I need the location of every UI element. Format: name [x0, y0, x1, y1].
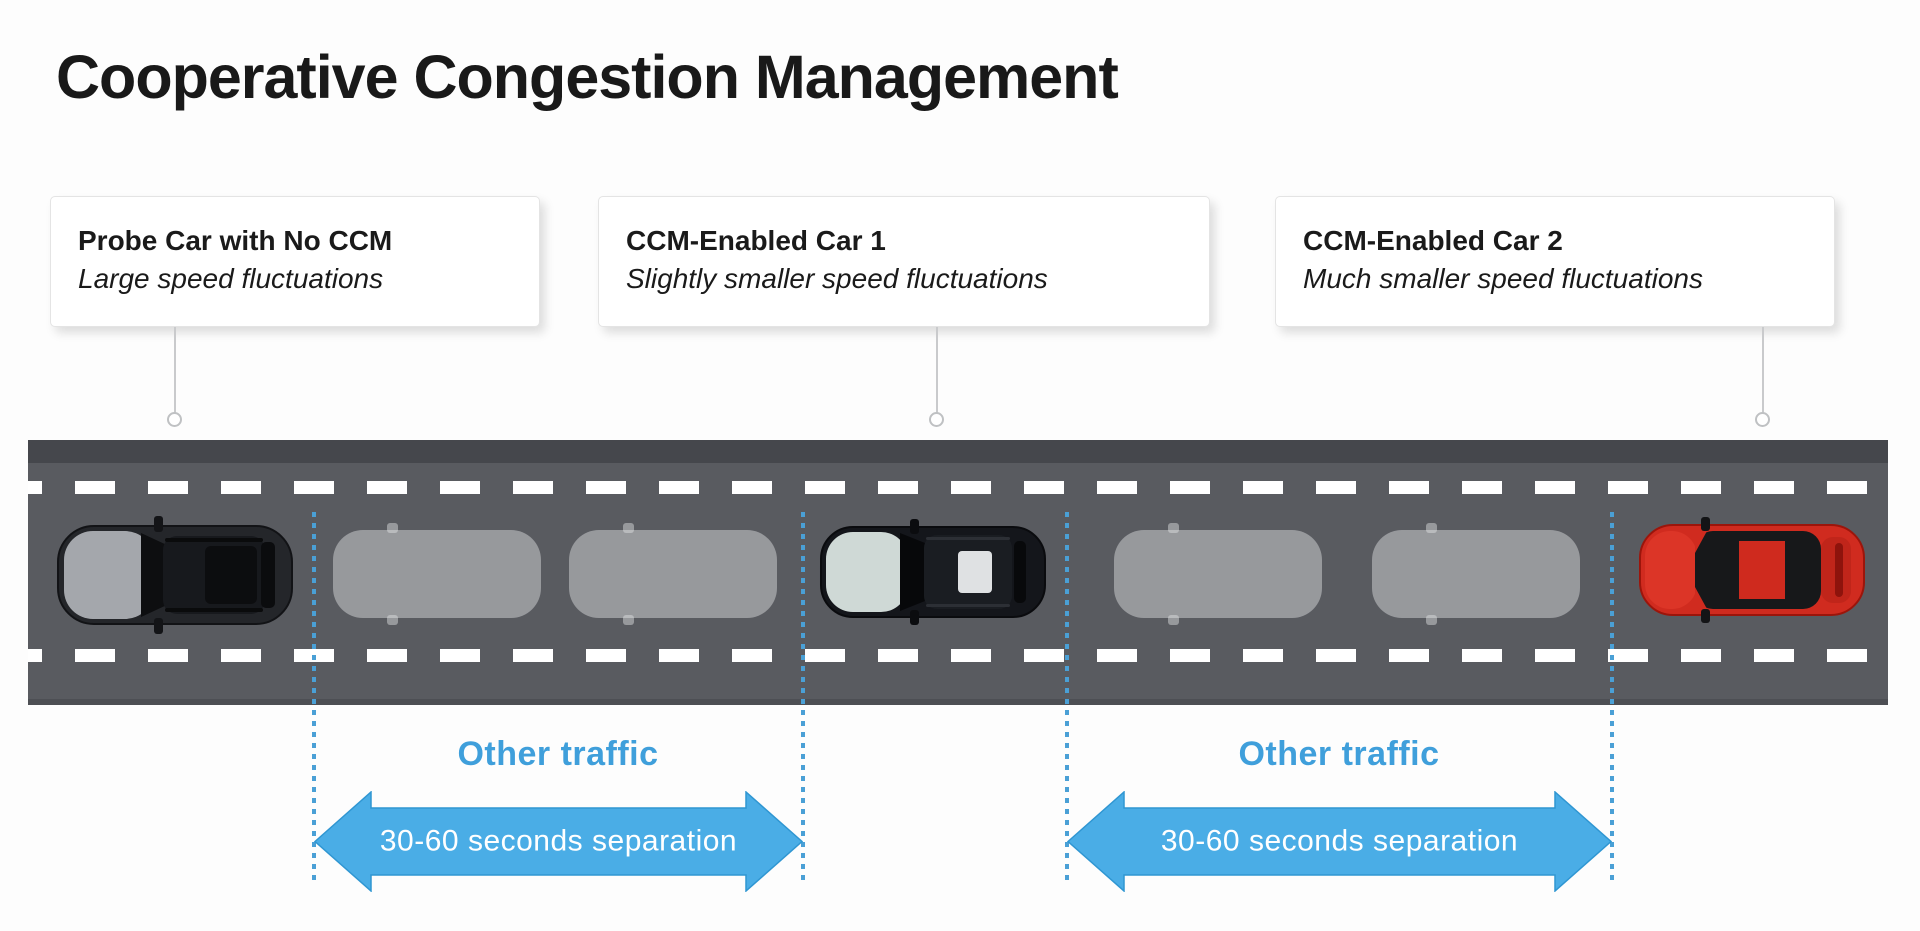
callout-title: CCM-Enabled Car 2 [1303, 225, 1563, 256]
callout-subtitle: Large speed fluctuations [78, 263, 384, 294]
other-traffic-label: Other traffic [457, 735, 659, 773]
separation-dotted-line [801, 512, 805, 882]
callout-connector-line [936, 327, 938, 414]
ghost-car-icon [1370, 520, 1582, 628]
separation-dotted-line [312, 512, 316, 882]
callout-ccm-car-2: CCM-Enabled Car 2 Much smaller speed flu… [1275, 196, 1835, 327]
ghost-car-icon [331, 520, 543, 628]
lane-marking-top [28, 481, 1888, 494]
lane-marking-bottom [28, 649, 1888, 662]
connector-endpoint-circle [1755, 412, 1770, 427]
callout-title: CCM-Enabled Car 1 [626, 225, 886, 256]
separation-arrow-text: 30-60 seconds separation [1160, 823, 1519, 857]
ghost-car-icon [1112, 520, 1324, 628]
separation-arrow-text: 30-60 seconds separation [379, 823, 738, 857]
page-title: Cooperative Congestion Management [56, 43, 1119, 111]
road [28, 440, 1888, 705]
ccm-car-2-icon [1637, 517, 1867, 623]
callout-probe-car: Probe Car with No CCM Large speed fluctu… [50, 196, 540, 327]
other-traffic-label: Other traffic [1238, 735, 1440, 773]
road-bottom-edge [28, 699, 1888, 705]
separation-dotted-line [1065, 512, 1069, 882]
connector-endpoint-circle [929, 412, 944, 427]
callout-subtitle: Slightly smaller speed fluctuations [626, 263, 1048, 294]
callout-connector-line [1762, 327, 1764, 414]
separation-arrow: 30-60 seconds separation [1066, 790, 1613, 893]
road-top-edge [28, 440, 1888, 463]
ghost-car-icon [567, 520, 779, 628]
ccm-car-1-icon [818, 519, 1048, 625]
probe-car-icon [55, 516, 295, 634]
separation-arrow: 30-60 seconds separation [313, 790, 804, 893]
callout-subtitle: Much smaller speed fluctuations [1303, 263, 1703, 294]
separation-dotted-line [1610, 512, 1614, 882]
connector-endpoint-circle [167, 412, 182, 427]
callout-connector-line [174, 327, 176, 414]
callout-ccm-car-1: CCM-Enabled Car 1 Slightly smaller speed… [598, 196, 1210, 327]
callout-title: Probe Car with No CCM [78, 225, 393, 256]
